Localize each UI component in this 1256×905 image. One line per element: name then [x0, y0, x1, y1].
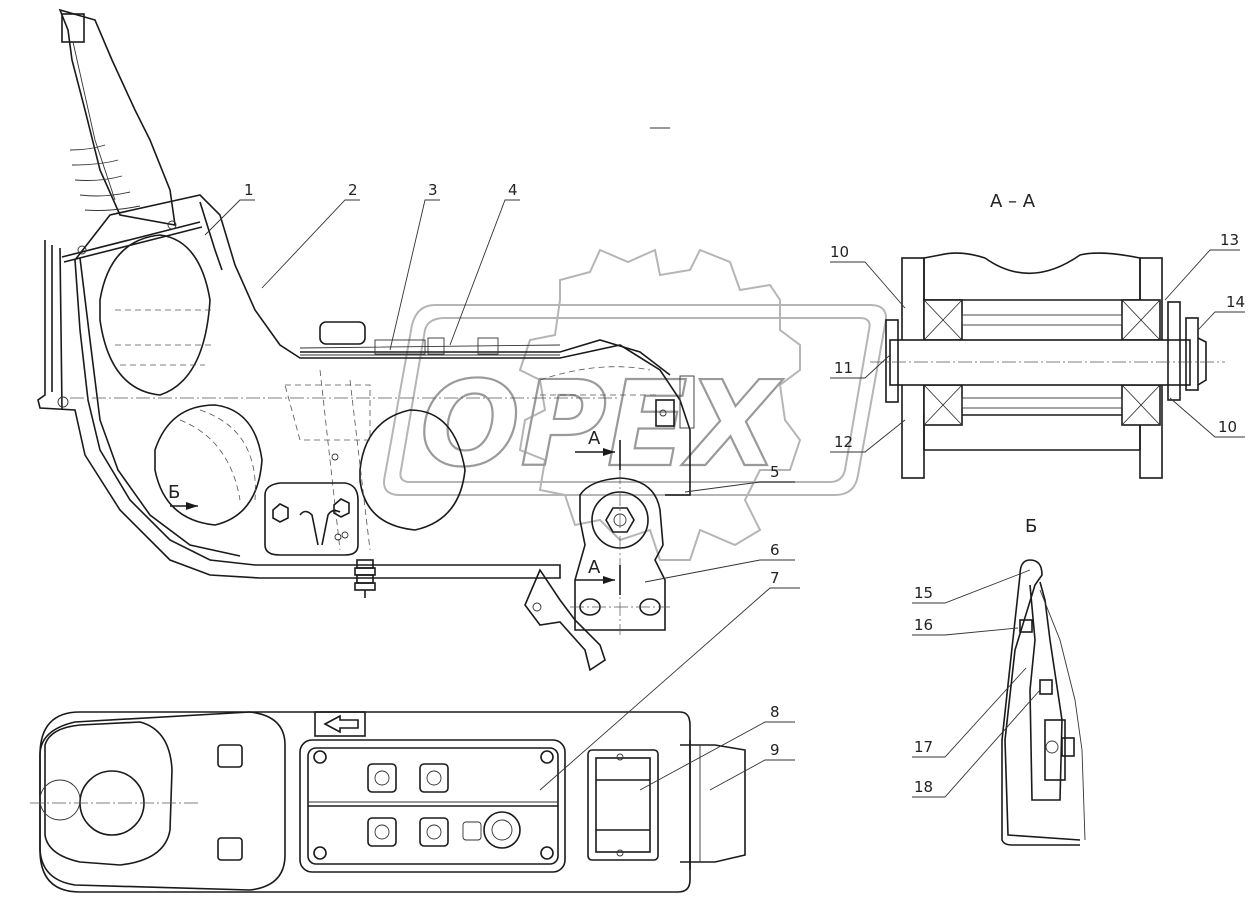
section-marker-a-bottom: А — [588, 557, 601, 578]
callout-5: 5 — [770, 463, 780, 481]
callout-4: 4 — [508, 181, 518, 199]
callout-17: 17 — [914, 738, 933, 756]
callout-14: 14 — [1226, 293, 1245, 311]
callout-16: 16 — [914, 616, 933, 634]
callout-12: 12 — [834, 433, 853, 451]
callout-7: 7 — [770, 569, 780, 587]
callout-18: 18 — [914, 778, 933, 796]
callout-9: 9 — [770, 741, 780, 759]
watermark-logo: OPEX — [383, 248, 887, 561]
section-marker-a-top: А — [588, 428, 601, 449]
callout-10-top: 10 — [830, 243, 849, 261]
callout-8: 8 — [770, 703, 780, 721]
section-a-a: А – А — [870, 191, 1225, 479]
main-side-view — [37, 8, 695, 598]
view-b-title: Б — [1025, 516, 1037, 537]
callout-13: 13 — [1220, 231, 1239, 249]
callout-10-bottom: 10 — [1218, 418, 1237, 436]
view-marker-b: Б — [168, 482, 180, 503]
view-b: Б — [1001, 516, 1086, 846]
watermark-text: OPEX — [420, 355, 783, 493]
callout-11: 11 — [834, 359, 853, 377]
callout-2: 2 — [348, 181, 358, 199]
leader-lines — [204, 127, 1245, 798]
plan-view — [30, 711, 746, 893]
callout-3: 3 — [428, 181, 438, 199]
callout-labels: 1 2 3 4 5 6 7 8 9 10 11 12 13 14 10 15 1… — [244, 181, 1245, 796]
callout-1: 1 — [244, 181, 254, 199]
callout-6: 6 — [770, 541, 780, 559]
callout-15: 15 — [914, 584, 933, 602]
section-title: А – А — [990, 191, 1036, 212]
mount-bracket: А А Б — [168, 428, 670, 672]
